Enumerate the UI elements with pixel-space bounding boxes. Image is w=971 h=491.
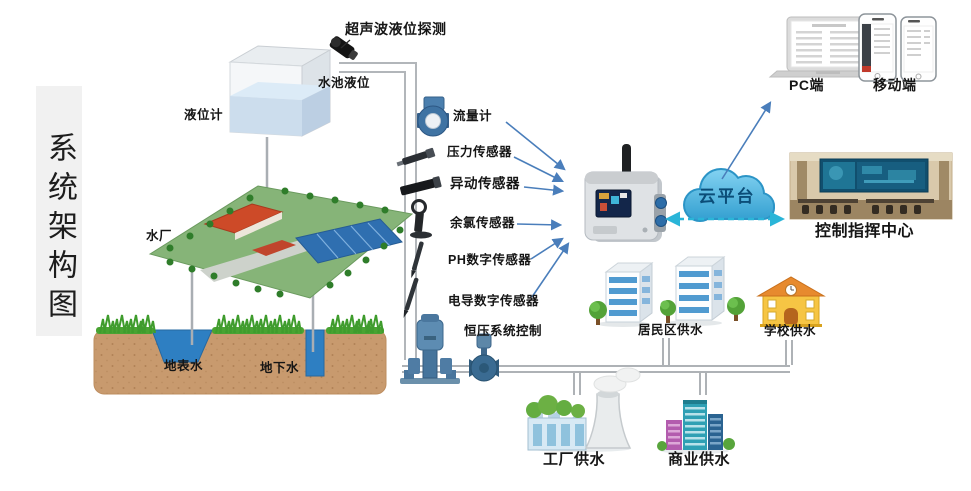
- label-motion-sensor: 异动传感器: [450, 176, 520, 191]
- water-tank: [228, 45, 332, 137]
- diagram-title: 系统架构图: [43, 132, 76, 327]
- sidebar-title-panel: 系统架构图: [36, 86, 82, 336]
- label-commercial: 商业供水: [668, 451, 731, 468]
- cloud-label: 云平台: [698, 187, 756, 206]
- ph-sensor-icon: [411, 241, 424, 279]
- conductivity-sensor-icon: [403, 277, 419, 318]
- chlorine-sensor-icon: [410, 199, 432, 239]
- label-ph-sensor: PH数字传感器: [448, 253, 532, 267]
- grass: [99, 314, 384, 334]
- ultrasonic-sensor-icon: [329, 36, 358, 60]
- label-plant: 水厂: [146, 229, 173, 243]
- label-flow-meter: 流量计: [453, 109, 493, 123]
- label-pool-level: 水池液位: [318, 76, 371, 90]
- label-ultrasonic: 超声波液位探测: [345, 21, 447, 37]
- command-center-image: [789, 152, 953, 220]
- pump-icon: [400, 314, 460, 384]
- label-pressure-sensor: 压力传感器: [447, 145, 513, 159]
- water-plant-image: [148, 185, 414, 299]
- residential-buildings: [589, 256, 745, 327]
- label-surface-water: 地表水: [164, 359, 204, 373]
- ground-water-well: [305, 329, 325, 377]
- school-building: [756, 276, 826, 327]
- mobile-icon: [858, 13, 937, 82]
- label-mobile: 移动端: [873, 77, 917, 93]
- label-pressure-control: 恒压系统控制: [464, 324, 543, 338]
- trees: [589, 297, 745, 325]
- label-factory: 工厂供水: [543, 451, 606, 468]
- label-chlorine-sensor: 余氯传感器: [450, 216, 516, 230]
- label-ground-water: 地下水: [260, 361, 300, 375]
- label-conductivity-sensor: 电导数字传感器: [448, 294, 540, 308]
- factory-buildings: [526, 367, 641, 452]
- rtu-device: [584, 144, 667, 242]
- label-school: 学校供水: [764, 324, 817, 338]
- commercial-buildings: [657, 400, 735, 454]
- data-flow-arrows: [505, 101, 785, 298]
- valve-icon: [469, 333, 499, 382]
- label-command-center: 控制指挥中心: [815, 223, 915, 240]
- label-pc: PC端: [789, 77, 824, 93]
- pressure-sensor-icon: [396, 147, 436, 167]
- label-level-gauge: 液位计: [184, 108, 224, 122]
- soil-section: [93, 327, 387, 395]
- label-residential: 居民区供水: [638, 323, 704, 337]
- flow-meter-icon: [417, 96, 449, 137]
- motion-sensor-icon: [400, 176, 442, 196]
